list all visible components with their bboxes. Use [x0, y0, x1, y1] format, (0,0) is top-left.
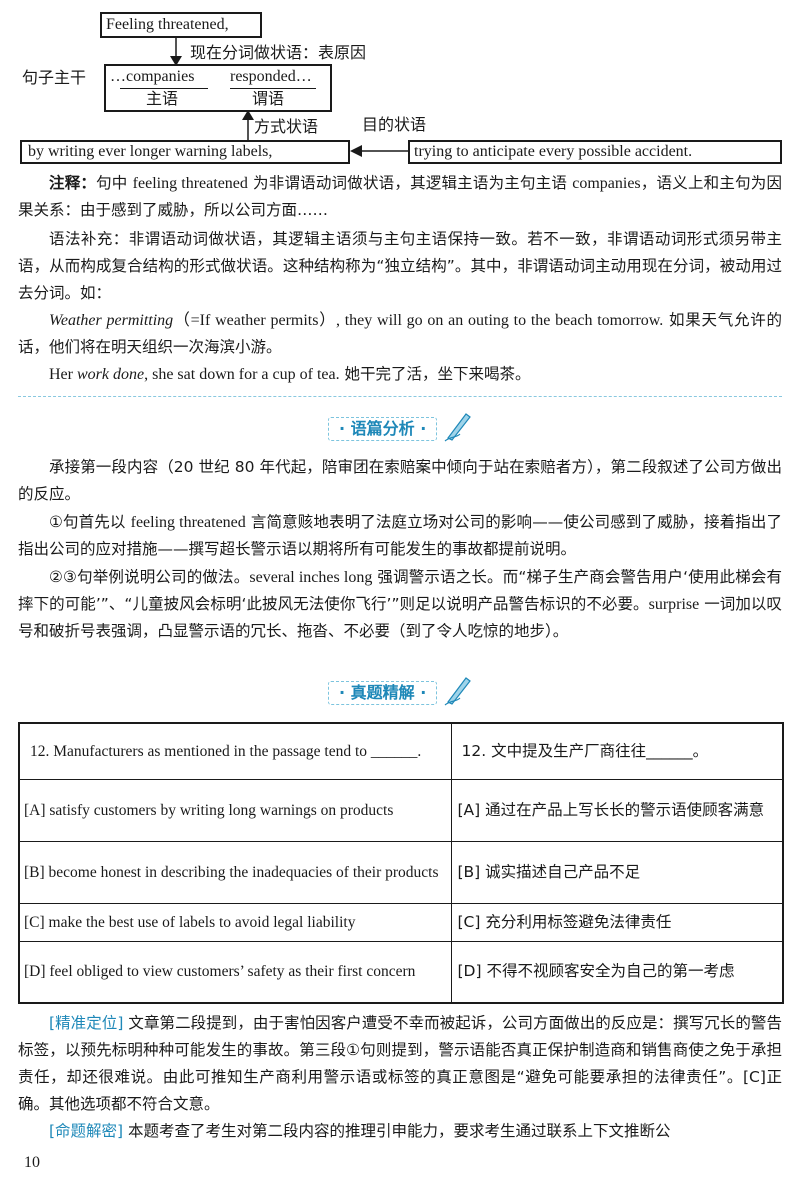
diagram-arrows — [170, 38, 408, 157]
section-title-solution: · 真题精解 · — [328, 681, 438, 705]
locate-paragraph: [精准定位] 文章第二段提到，由于害怕因客户遭受不幸而被起诉，公司方面做出的反应… — [18, 1014, 782, 1113]
table-row: [D] feel obliged to view customers’ safe… — [18, 940, 784, 1004]
main-clause-label: 句子主干 — [22, 68, 87, 87]
question-table: 12. Manufacturers as mentioned in the pa… — [18, 722, 784, 1004]
option-a-en: [A] satisfy customers by writing long wa… — [18, 778, 452, 842]
option-d-en: [D] feel obliged to view customers’ safe… — [18, 940, 452, 1004]
pen-icon — [444, 677, 471, 706]
subject-word: …companies — [110, 68, 195, 85]
subject-label: 主语 — [146, 89, 179, 108]
question-cn: 12. 文中提及生产厂商往往______。 — [450, 722, 784, 780]
pen-icon — [444, 413, 471, 442]
grammar-paragraph: 语法补充：非谓语动词做状语，其逻辑主语须与主句主语保持一致。若不一致，非谓语动词… — [18, 230, 782, 302]
subject-underline — [120, 88, 208, 89]
verb-label: 谓语 — [252, 89, 285, 108]
option-c-cn: [C] 充分利用标签避免法律责任 — [450, 902, 784, 942]
option-b-en: [B] become honest in describing the inad… — [18, 840, 452, 904]
section-divider — [18, 396, 782, 397]
locate-tag: [精准定位] — [49, 1014, 124, 1032]
analysis-paragraph-2: ①句首先以 feeling threatened 言简意赅地表明了法庭立场对公司… — [18, 513, 783, 558]
table-row: 12. Manufacturers as mentioned in the pa… — [18, 722, 784, 780]
analysis-paragraph-3: ②③句举例说明公司的做法。several inches long 强调警示语之长… — [18, 568, 783, 640]
option-d-cn: [D] 不得不视顾客安全为自己的第一考虑 — [450, 940, 784, 1004]
manner-box: by writing ever longer warning labels, — [20, 140, 350, 164]
table-row: [A] satisfy customers by writing long wa… — [18, 778, 784, 842]
option-c-en: [C] make the best use of labels to avoid… — [18, 902, 452, 942]
question-en: 12. Manufacturers as mentioned in the pa… — [18, 722, 452, 780]
participle-annotation: 现在分词做状语：表原因 — [190, 43, 367, 62]
participle-box: Feeling threatened, — [100, 12, 262, 38]
table-row: [B] become honest in describing the inad… — [18, 840, 784, 904]
example-1: Weather permitting（=If weather permits）,… — [18, 311, 782, 356]
manner-annotation: 方式状语 — [254, 117, 319, 136]
section-title-analysis: · 语篇分析 · — [328, 417, 438, 441]
table-row: [C] make the best use of labels to avoid… — [18, 902, 784, 942]
option-a-cn: [A] 通过在产品上写长长的警示语使顾客满意 — [450, 778, 784, 842]
option-b-cn: [B] 诚实描述自己产品不足 — [450, 840, 784, 904]
verb-underline — [230, 88, 316, 89]
page-number: 10 — [24, 1154, 40, 1171]
note-paragraph: 注释：句中 feeling threatened 为非谓语动词做状语，其逻辑主语… — [18, 174, 782, 219]
verb-word: responded… — [230, 68, 312, 85]
analysis-paragraph-1: 承接第一段内容（20 世纪 80 年代起，陪审团在索赔案中倾向于站在索赔者方），… — [18, 458, 782, 503]
purpose-box: trying to anticipate every possible acci… — [408, 140, 782, 164]
secret-paragraph: [命题解密] 本题考查了考生对第二段内容的推理引申能力，要求考生通过联系上下文推… — [49, 1122, 671, 1140]
main-clause-box — [104, 64, 332, 112]
purpose-annotation: 目的状语 — [362, 115, 427, 134]
example-2: Her work done, she sat down for a cup of… — [49, 365, 531, 383]
secret-tag: [命题解密] — [49, 1122, 124, 1140]
